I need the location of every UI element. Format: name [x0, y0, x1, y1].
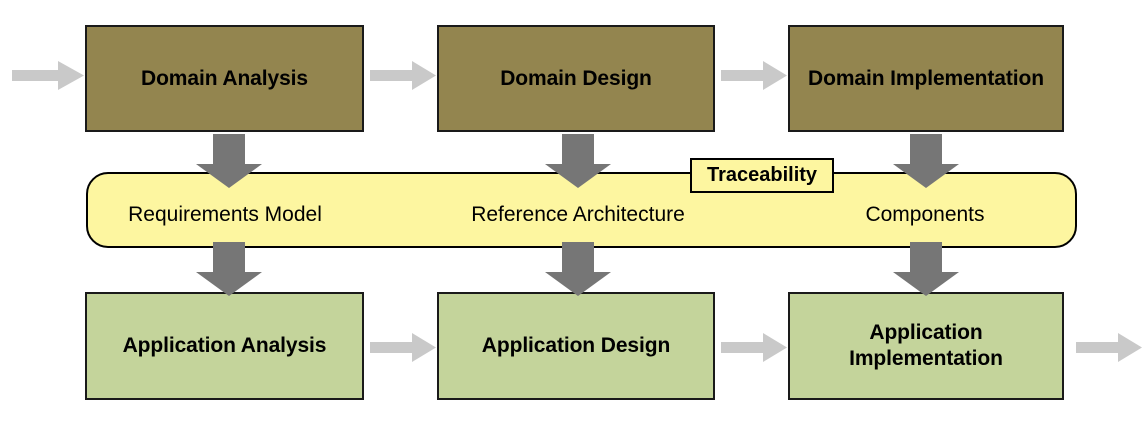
band-label-components: Components [865, 203, 985, 226]
traceability-tag-label: Traceability [706, 164, 818, 186]
box-application-design-label: Application Design [481, 334, 671, 358]
arrow-application-design-to-application-implementation-icon [721, 333, 787, 362]
band-label-reference-architecture: Reference Architecture [471, 203, 685, 226]
box-application-implementation-label: Application Implementation [849, 321, 1003, 370]
entry-arrow-domain-icon [12, 61, 84, 90]
box-application-design[interactable]: Application Design [437, 292, 715, 400]
box-domain-implementation-label: Domain Implementation [808, 66, 1044, 90]
traceability-tag[interactable]: Traceability [690, 158, 834, 193]
box-domain-implementation[interactable]: Domain Implementation [788, 25, 1064, 132]
arrow-domain-design-to-reference-architecture-icon [545, 134, 611, 188]
arrow-application-analysis-to-application-design-icon [370, 333, 436, 362]
box-domain-design[interactable]: Domain Design [437, 25, 715, 132]
box-application-analysis-label: Application Analysis [122, 334, 327, 358]
band-label-requirements-model: Requirements Model [128, 203, 322, 226]
box-domain-design-label: Domain Design [500, 66, 652, 90]
box-application-implementation[interactable]: Application Implementation [788, 292, 1064, 400]
box-application-analysis[interactable]: Application Analysis [85, 292, 364, 400]
arrow-domain-analysis-to-requirements-model-icon [196, 134, 262, 188]
arrow-domain-implementation-to-components-icon [893, 134, 959, 188]
arrow-components-to-application-implementation-icon [893, 242, 959, 296]
box-domain-analysis-label: Domain Analysis [141, 66, 308, 90]
box-domain-analysis[interactable]: Domain Analysis [85, 25, 364, 132]
arrow-domain-design-to-domain-implementation-icon [721, 61, 787, 90]
arrow-requirements-model-to-application-analysis-icon [196, 242, 262, 296]
arrow-reference-architecture-to-application-design-icon [545, 242, 611, 296]
arrow-domain-analysis-to-domain-design-icon [370, 61, 436, 90]
exit-arrow-application-icon [1076, 333, 1142, 362]
